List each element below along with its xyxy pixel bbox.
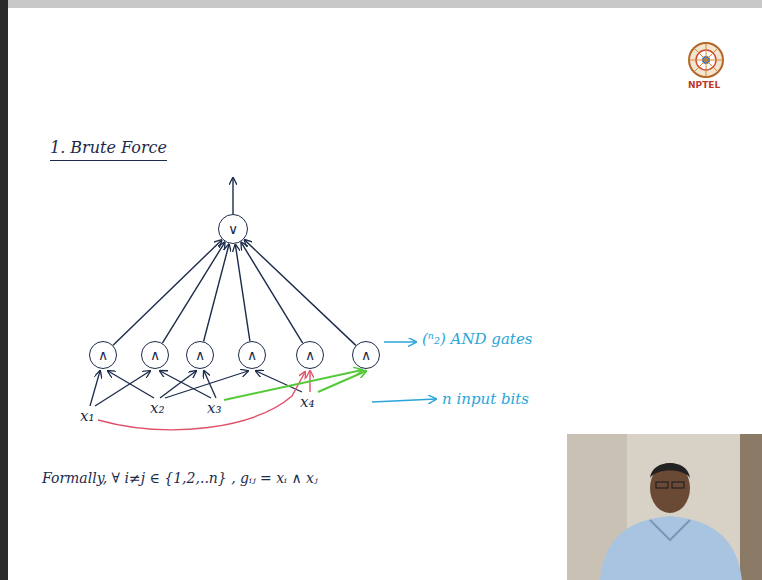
gate-symbol: ∧: [361, 348, 371, 362]
highlight-wires-red: [98, 371, 310, 430]
and-gate: ∧: [238, 341, 266, 369]
gate-symbol: ∨: [228, 222, 238, 236]
highlight-wires-green: [224, 370, 366, 400]
gate-wire: [241, 243, 302, 343]
gate-symbol: ∧: [195, 348, 205, 362]
input-variable: x₁: [80, 407, 94, 425]
left-bar: [0, 0, 8, 580]
input-variable: x₂: [150, 399, 164, 417]
callout-arrow: [372, 399, 436, 402]
gate-wire: [162, 243, 224, 343]
gate-wire: [113, 240, 221, 345]
and-gate: ∧: [141, 341, 169, 369]
callout-arrow: [384, 341, 416, 343]
gate-symbol: ∧: [150, 348, 160, 362]
and-gate: ∧: [89, 341, 117, 369]
webcam-inset: [567, 434, 762, 580]
and-gate: ∧: [296, 341, 324, 369]
slide-title: 1. Brute Force: [50, 138, 167, 161]
input-wires: [90, 371, 302, 406]
gate-symbol: ∧: [98, 348, 108, 362]
callout-note: n input bits: [442, 390, 529, 408]
gate-wire: [204, 244, 229, 341]
output-arrow: [232, 178, 233, 214]
logo-wheel: [689, 43, 723, 77]
callout-note: (ⁿ₂) AND gates: [422, 330, 532, 348]
or-gate: ∨: [218, 214, 248, 244]
and-gate: ∧: [352, 341, 380, 369]
gate-symbol: ∧: [247, 348, 257, 362]
input-variable: x₄: [300, 393, 314, 411]
top-bar: [0, 0, 762, 8]
gate-wire: [245, 240, 356, 345]
logo-text: NPTEL: [688, 80, 720, 90]
formal-definition: Formally, ∀ i≠j ∈ {1,2,..n} , gᵢⱼ = xᵢ ∧…: [42, 470, 318, 486]
gate-symbol: ∧: [305, 348, 315, 362]
gate-wire: [235, 245, 250, 341]
and-gate: ∧: [186, 341, 214, 369]
input-variable: x₃: [207, 399, 221, 417]
